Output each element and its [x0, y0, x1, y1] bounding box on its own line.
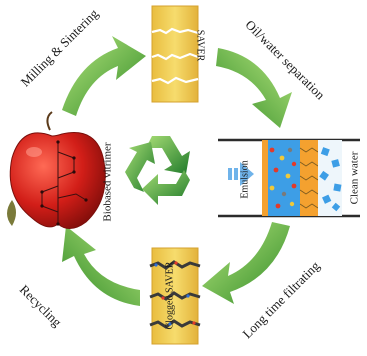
arrow-separation-to-clogged: [202, 222, 290, 304]
label-clogged-saver: Clogged SAVER: [164, 261, 176, 330]
emulsion-flow-arrow: [228, 162, 254, 186]
recycle-icon: [125, 136, 190, 205]
label-clean-water: Clean water: [348, 151, 361, 205]
arrow-saver-to-separation: [216, 48, 292, 128]
saver-membrane-clogged: [149, 247, 201, 345]
arrow-clogged-to-apple: [62, 226, 140, 306]
label-saver-top: SAVER: [194, 29, 206, 62]
arrow-apple-to-saver: [62, 36, 146, 116]
separation-module: [218, 138, 360, 218]
saver-membrane-top: [151, 5, 199, 103]
label-biobased-vitrimer: Biobased vitrimer: [101, 142, 114, 222]
apple-biobased-source: [7, 111, 106, 229]
label-emulsion: Emulsion: [239, 160, 251, 199]
